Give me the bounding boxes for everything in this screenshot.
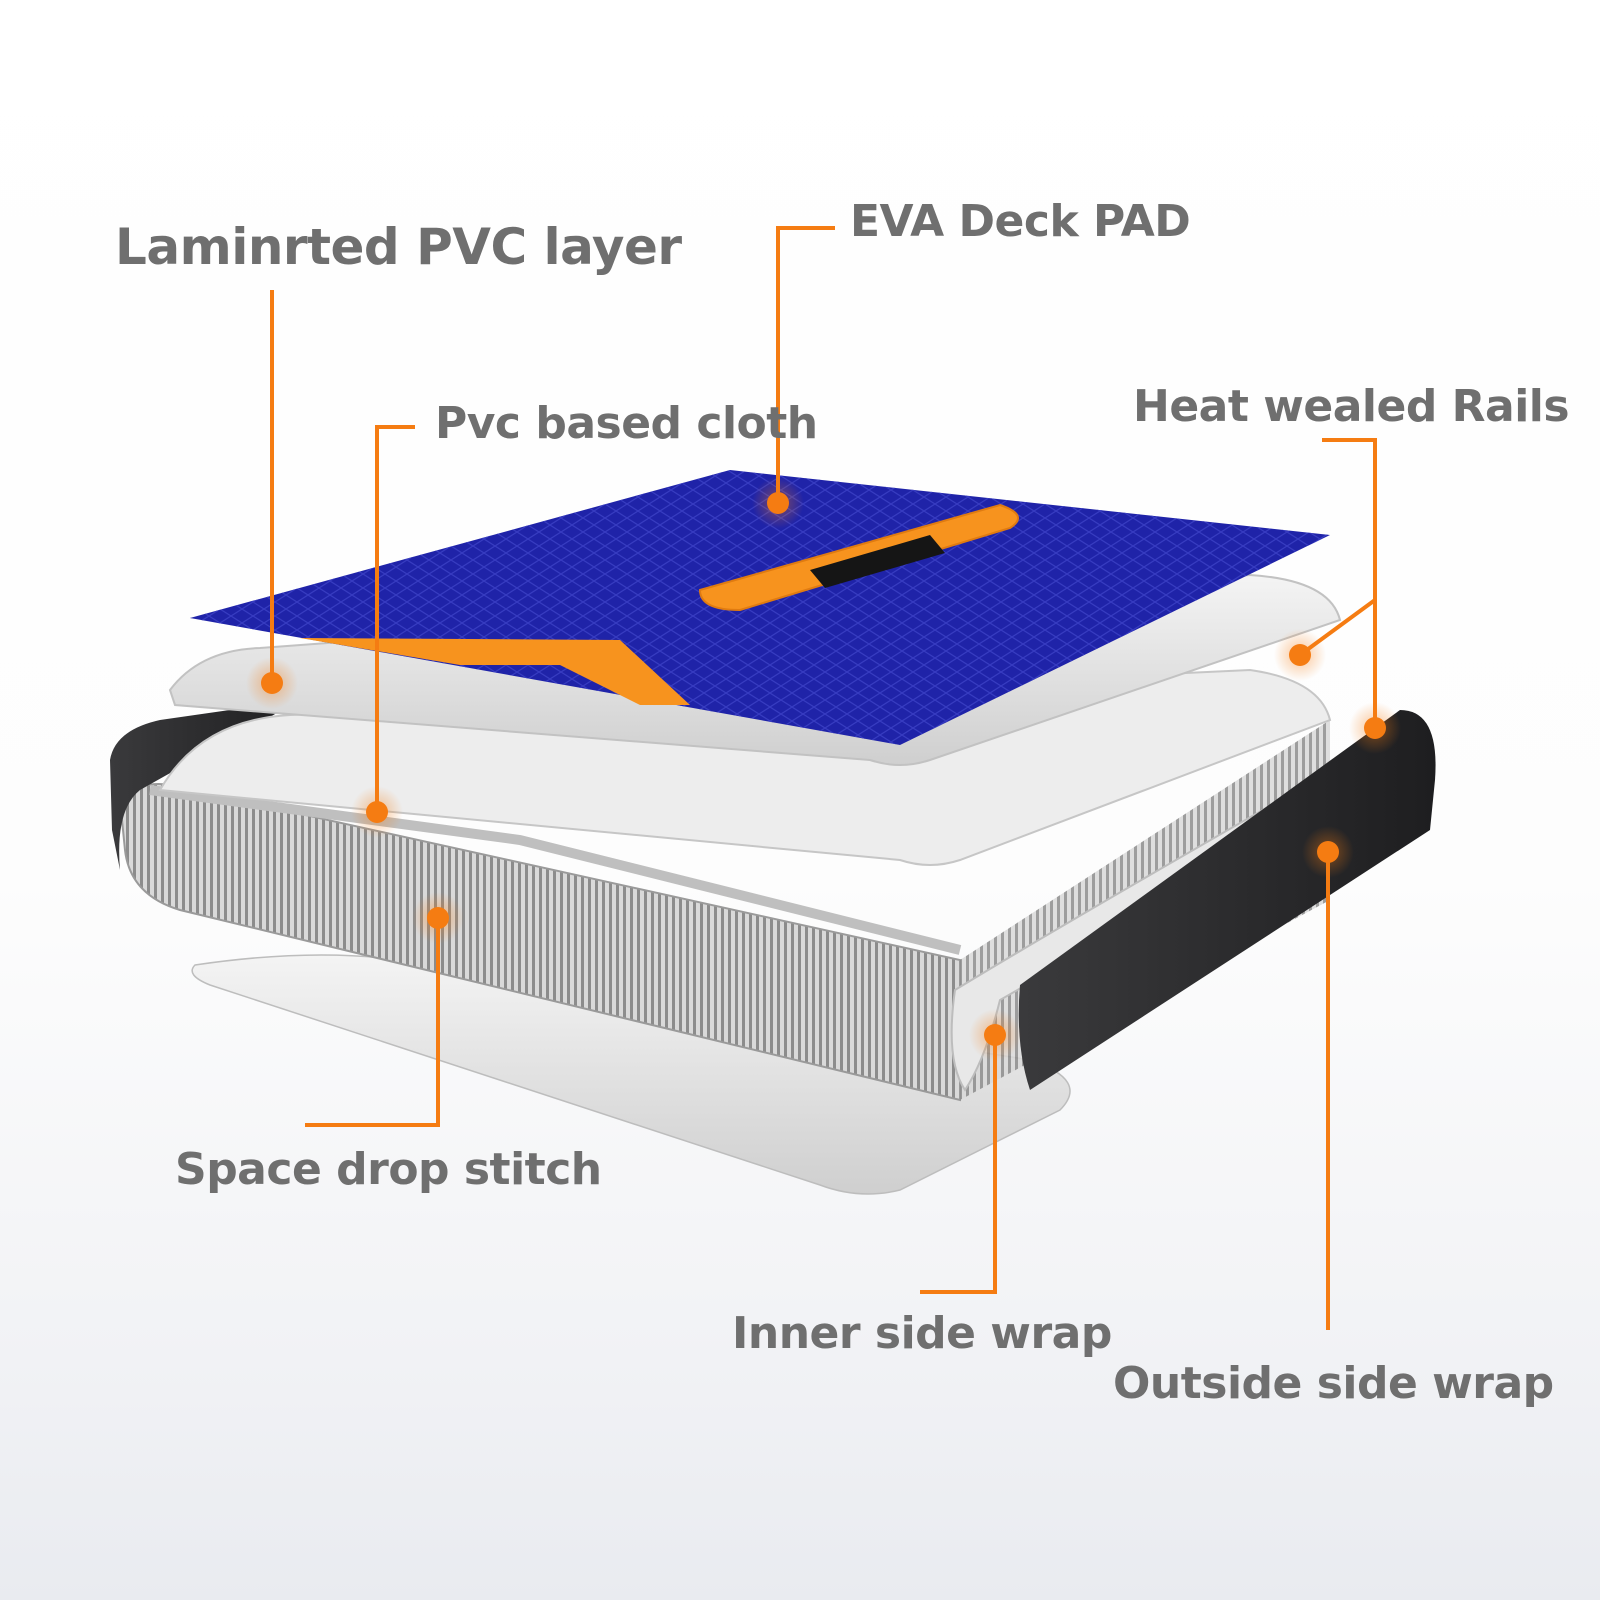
callout-dot-inner-wrap [984,1024,1006,1046]
left-dark-rail [110,700,300,870]
eva-deck-texture [190,470,1330,745]
callout-dot-eva [767,492,789,514]
callout-dot-rails-2 [1364,717,1386,739]
outside-side-wrap [1018,710,1436,1090]
label-space-drop-stitch: Space drop stitch [175,1144,602,1195]
label-eva-deck-pad: EVA Deck PAD [850,196,1191,247]
label-heat-welded-rails: Heat wealed Rails [1133,381,1570,432]
callout-line-inner-wrap [920,1035,997,1294]
bottom-pvc-sheet [191,954,1071,1195]
label-pvc-based-cloth: Pvc based cloth [435,398,818,449]
callout-dot-outside-wrap [1317,841,1339,863]
callout-line-drop-stitch [305,918,440,1127]
drop-stitch-top-edge [149,785,962,955]
callout-line-rails [1298,438,1377,728]
callout-dot-laminated [261,672,283,694]
callout-dot-pvc-cloth [366,801,388,823]
callout-dot-drop-stitch [427,907,449,929]
label-inner-side-wrap: Inner side wrap [732,1308,1112,1359]
callout-dot-rails-1 [1289,644,1311,666]
eva-deck-handle-slot [810,535,945,588]
label-outside-side-wrap: Outside side wrap [1113,1358,1554,1409]
eva-deck-orange-stripe [300,638,690,705]
label-laminated-pvc-layer: Laminrted PVC layer [115,218,682,276]
callout-line-eva [776,226,835,500]
callout-line-pvc-cloth [375,425,415,812]
